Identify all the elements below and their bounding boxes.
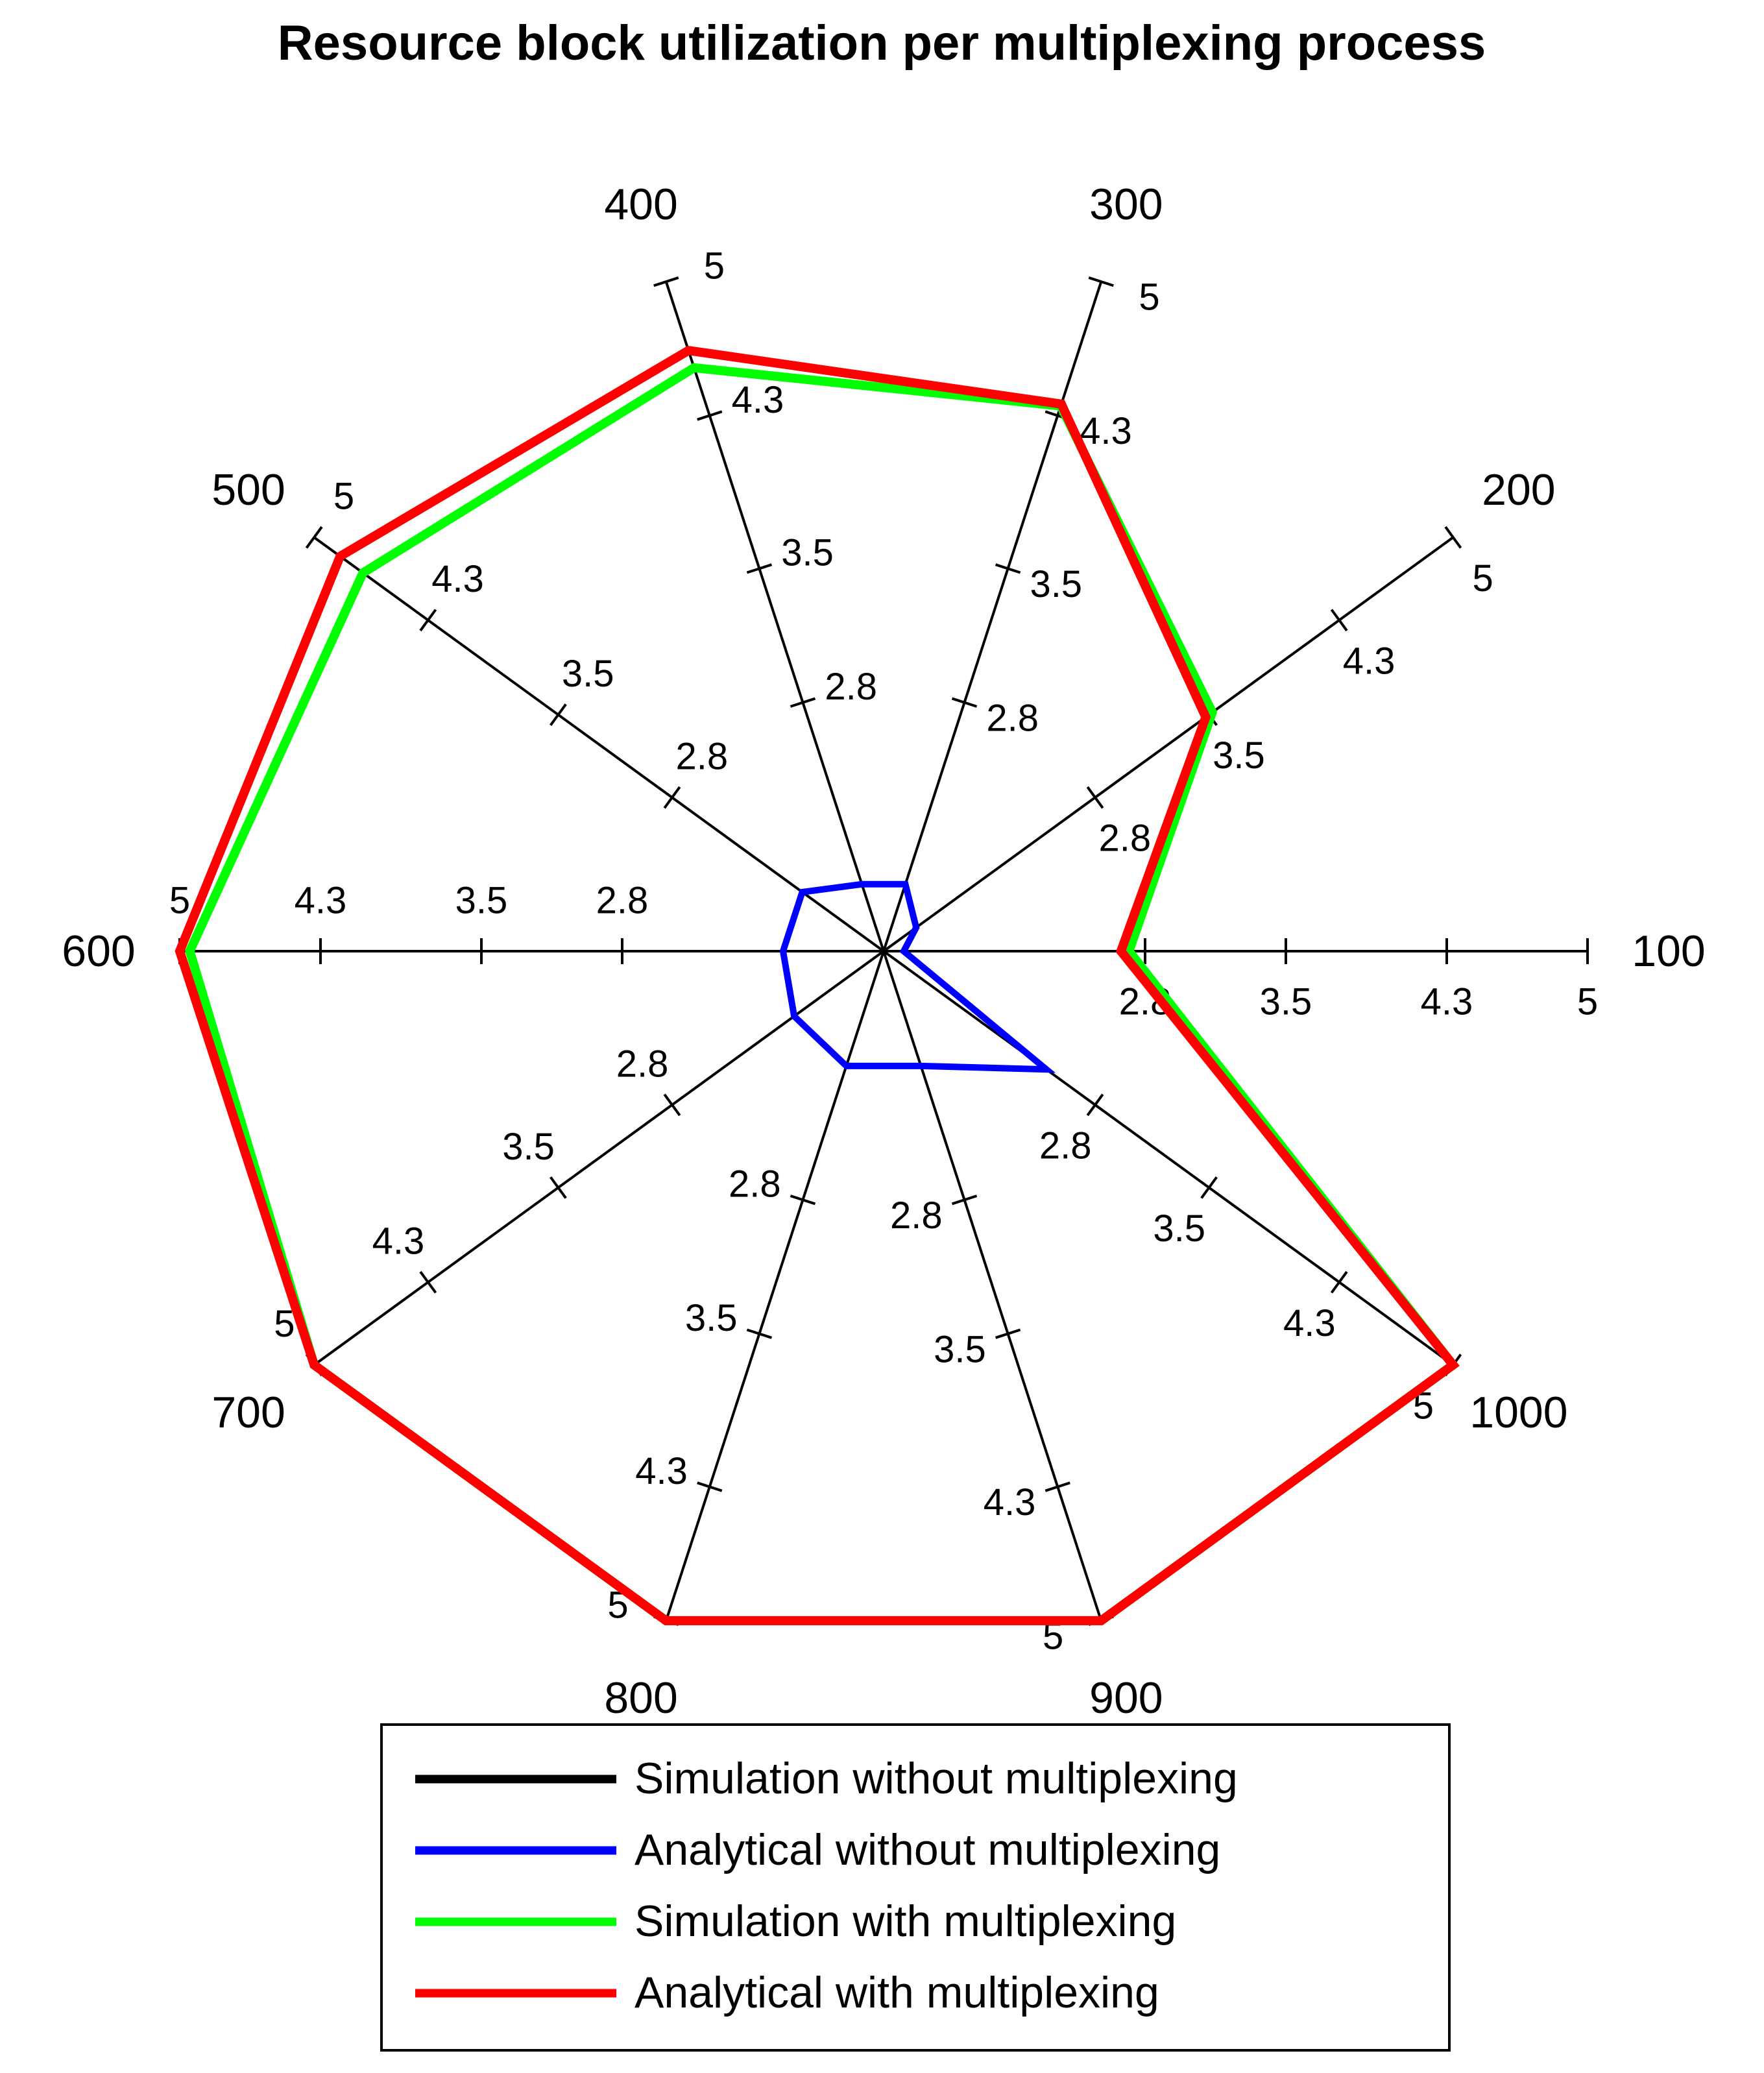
- tick-label-900-2: 4.3: [984, 1481, 1036, 1523]
- tick-label-200-1: 3.5: [1213, 734, 1265, 777]
- tick-label-300-1: 3.5: [1030, 563, 1082, 605]
- axis-line-800: [664, 951, 885, 1621]
- legend: Simulation without multiplexingAnalytica…: [380, 1723, 1451, 2052]
- tick-label-800-2: 4.3: [635, 1450, 688, 1492]
- tick-label-1000-1: 3.5: [1153, 1207, 1205, 1250]
- tick-mark-800-0: [790, 1194, 816, 1206]
- tick-mark-400-0: [790, 697, 816, 708]
- tick-label-800-0: 2.8: [729, 1163, 781, 1206]
- chart-title: Resource block utilization per multiplex…: [278, 16, 1486, 71]
- axis-line-700: [313, 950, 885, 1366]
- category-label-500: 500: [211, 465, 285, 515]
- category-label-1000: 1000: [1469, 1388, 1567, 1437]
- legend-label-0: Simulation without multiplexing: [634, 1754, 1238, 1803]
- tick-label-600-0: 2.8: [596, 880, 649, 922]
- tick-label-700-0: 2.8: [616, 1043, 669, 1085]
- tick-mark-300-3: [1088, 276, 1114, 287]
- category-label-200: 200: [1482, 465, 1555, 515]
- axis-line-200: [882, 536, 1454, 952]
- legend-label-1: Analytical without multiplexing: [634, 1825, 1220, 1874]
- series-line-1: [779, 880, 1056, 1073]
- tick-label-100-1: 3.5: [1260, 981, 1312, 1023]
- tick-label-600-1: 3.5: [455, 880, 508, 922]
- tick-label-600-3: 5: [169, 880, 190, 922]
- tick-label-100-2: 4.3: [1421, 981, 1473, 1023]
- tick-mark-900-1: [995, 1328, 1021, 1339]
- tick-mark-400-2: [697, 410, 723, 421]
- category-label-900: 900: [1089, 1673, 1163, 1723]
- tick-mark-200-3: [1444, 526, 1462, 549]
- tick-label-400-3: 5: [704, 245, 725, 287]
- legend-label-3: Analytical with multiplexing: [634, 1968, 1159, 2017]
- tick-label-400-1: 3.5: [781, 532, 834, 574]
- tick-label-200-2: 4.3: [1343, 640, 1395, 682]
- tick-label-900-0: 2.8: [890, 1194, 943, 1237]
- tick-mark-800-1: [746, 1328, 773, 1339]
- tick-mark-1000-2: [1330, 1270, 1348, 1294]
- axes-layer: 2.8 3.5 4.3 5 100 2.8 3.5 4.3 5 200 2.8 3.5 4.3 5 300 2…: [62, 180, 1705, 1723]
- tick-label-300-3: 5: [1139, 276, 1159, 319]
- tick-label-700-2: 4.3: [372, 1220, 425, 1263]
- tick-label-700-3: 5: [274, 1303, 295, 1345]
- tick-mark-1000-1: [1200, 1176, 1218, 1199]
- tick-mark-300-0: [951, 697, 978, 708]
- tick-label-400-0: 2.8: [825, 666, 877, 708]
- tick-label-500-3: 5: [333, 476, 354, 518]
- axis-line-1000: [882, 950, 1454, 1366]
- axis-line-300: [882, 281, 1103, 952]
- tick-label-300-2: 4.3: [1080, 410, 1132, 452]
- tick-mark-500-3: [305, 526, 323, 549]
- tick-mark-400-3: [653, 276, 679, 287]
- tick-mark-700-0: [663, 1093, 681, 1117]
- tick-mark-700-1: [550, 1176, 567, 1199]
- tick-label-900-1: 3.5: [934, 1328, 986, 1370]
- tick-label-500-2: 4.3: [431, 558, 484, 600]
- legend-label-2: Simulation with multiplexing: [634, 1897, 1176, 1946]
- tick-mark-800-2: [697, 1481, 723, 1492]
- category-label-600: 600: [62, 927, 135, 976]
- tick-mark-200-0: [1086, 786, 1104, 809]
- tick-mark-300-1: [995, 563, 1021, 574]
- tick-mark-700-2: [419, 1270, 437, 1294]
- tick-label-200-0: 2.8: [1099, 818, 1152, 860]
- tick-label-700-1: 3.5: [502, 1126, 555, 1168]
- tick-mark-900-2: [1045, 1481, 1070, 1492]
- tick-label-100-3: 5: [1577, 981, 1598, 1023]
- tick-label-400-2: 4.3: [732, 379, 784, 421]
- category-label-400: 400: [604, 180, 677, 229]
- tick-mark-500-0: [663, 786, 681, 809]
- tick-label-1000-2: 4.3: [1283, 1302, 1336, 1344]
- tick-mark-1000-0: [1086, 1093, 1104, 1117]
- tick-label-800-1: 3.5: [685, 1297, 738, 1339]
- tick-label-1000-0: 2.8: [1039, 1124, 1092, 1167]
- axis-line-500: [313, 536, 885, 952]
- category-label-800: 800: [604, 1673, 677, 1723]
- tick-mark-200-2: [1330, 609, 1348, 632]
- tick-mark-500-2: [419, 609, 437, 632]
- tick-label-300-0: 2.8: [986, 697, 1039, 739]
- tick-mark-400-1: [746, 563, 773, 574]
- tick-label-200-3: 5: [1472, 557, 1493, 600]
- series-layer: [175, 345, 1460, 1625]
- tick-label-500-1: 3.5: [562, 653, 614, 695]
- tick-label-600-2: 4.3: [295, 880, 347, 922]
- series-line-3: [175, 345, 1460, 1625]
- tick-mark-900-0: [951, 1194, 978, 1206]
- tick-mark-500-1: [550, 703, 567, 726]
- category-label-100: 100: [1632, 927, 1705, 976]
- category-label-700: 700: [211, 1388, 285, 1437]
- tick-label-500-0: 2.8: [675, 736, 728, 778]
- axis-line-400: [664, 281, 885, 952]
- category-label-300: 300: [1089, 180, 1163, 229]
